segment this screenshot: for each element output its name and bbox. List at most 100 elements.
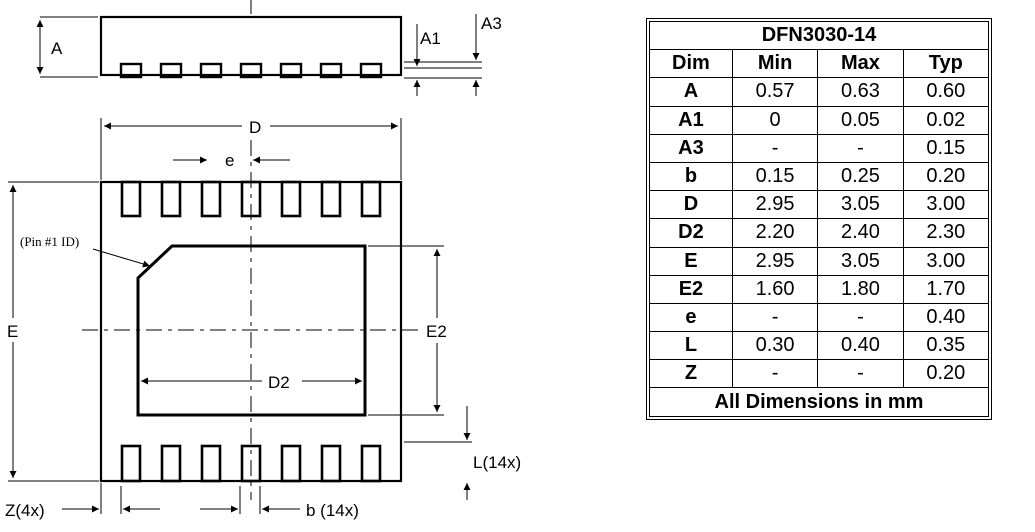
dimension-b: b (14x) xyxy=(200,486,359,520)
value-cell: - xyxy=(731,359,819,389)
dimension-e: e xyxy=(173,151,290,170)
side-lead xyxy=(119,62,143,79)
dim-cell: D xyxy=(649,190,733,220)
dimension-A3-label: A3 xyxy=(481,14,502,33)
bottom-view: (Pin #1 ID) xyxy=(20,140,420,500)
dimension-E: E xyxy=(7,181,99,482)
dimension-E2-label: E2 xyxy=(426,322,447,341)
value-cell: 0.02 xyxy=(902,105,990,135)
value-cell: 2.30 xyxy=(902,218,990,248)
value-cell: - xyxy=(731,133,819,163)
column-header: Dim xyxy=(649,49,733,79)
value-cell: 1.80 xyxy=(817,274,904,304)
side-lead xyxy=(159,62,183,79)
dimension-e-label: e xyxy=(225,151,234,170)
dimension-E2: E2 xyxy=(368,245,447,416)
value-cell: 0.63 xyxy=(817,77,904,107)
value-cell: - xyxy=(817,133,904,163)
dimension-L-label: L(14x) xyxy=(473,453,521,472)
value-cell: 0.30 xyxy=(731,331,819,361)
table-row: e--0.40 xyxy=(649,302,990,333)
lead-pad xyxy=(160,444,182,483)
value-cell: 0.40 xyxy=(817,331,904,361)
dimension-L: L(14x) xyxy=(404,406,521,500)
dim-cell: D2 xyxy=(649,218,733,248)
value-cell: 3.00 xyxy=(902,246,990,276)
exposed-thermal-pad xyxy=(136,244,367,417)
value-cell: 2.20 xyxy=(731,218,819,248)
value-cell: - xyxy=(817,302,904,333)
lead-pad xyxy=(200,180,222,218)
lead-pad xyxy=(200,444,222,483)
side-view-body xyxy=(99,15,403,77)
value-cell: 3.05 xyxy=(817,190,904,220)
value-cell: 0.20 xyxy=(902,161,990,192)
dim-cell: L xyxy=(649,331,733,361)
bottom-row-pads xyxy=(120,444,382,483)
value-cell: - xyxy=(817,359,904,389)
lead-pad xyxy=(120,444,142,483)
dim-cell: A1 xyxy=(649,105,733,135)
value-cell: 0.60 xyxy=(902,77,990,107)
column-header: Min xyxy=(731,49,819,79)
side-view-leads xyxy=(119,62,383,79)
column-header: Typ xyxy=(902,49,990,79)
dim-cell: A3 xyxy=(649,133,733,163)
dimension-D2: D2 xyxy=(141,373,362,392)
table-row: A3--0.15 xyxy=(649,133,990,163)
value-cell: 1.60 xyxy=(731,274,819,304)
dim-cell: A xyxy=(649,77,733,107)
value-cell: 0.25 xyxy=(817,161,904,192)
value-cell: 0 xyxy=(731,105,819,135)
dim-cell: E2 xyxy=(649,274,733,304)
side-lead xyxy=(359,62,383,79)
table-title: DFN3030-14 xyxy=(649,20,989,51)
value-cell: 0.40 xyxy=(902,302,990,333)
value-cell: 2.40 xyxy=(817,218,904,248)
lead-pad xyxy=(320,180,342,218)
lead-pad xyxy=(280,444,302,483)
lead-pad xyxy=(160,180,182,218)
dimension-Z-label: Z(4x) xyxy=(5,501,45,520)
dim-cell: b xyxy=(649,161,733,192)
lead-pad xyxy=(320,444,342,483)
table-row: Z--0.20 xyxy=(649,359,990,389)
dimension-D2-label: D2 xyxy=(268,373,290,392)
lead-pad xyxy=(360,180,382,218)
dimension-D: D xyxy=(100,118,402,180)
dimension-Z: Z(4x) xyxy=(5,483,160,520)
lead-pad xyxy=(360,444,382,483)
lead-pad xyxy=(120,180,142,218)
column-header: Max xyxy=(817,49,904,79)
value-cell: 0.57 xyxy=(731,77,819,107)
value-cell: 2.95 xyxy=(731,246,819,276)
side-view: A A1 A3 xyxy=(36,0,502,96)
side-lead xyxy=(279,62,303,79)
dimension-E-label: E xyxy=(7,322,18,341)
side-lead xyxy=(199,62,223,79)
value-cell: 2.95 xyxy=(731,190,819,220)
dimension-D-label: D xyxy=(249,118,261,137)
dim-cell: e xyxy=(649,302,733,333)
side-lead xyxy=(239,62,263,79)
value-cell: 3.00 xyxy=(902,190,990,220)
value-cell: 0.05 xyxy=(817,105,904,135)
value-cell: - xyxy=(731,302,819,333)
value-cell: 3.05 xyxy=(817,246,904,276)
pin1-id-label: (Pin #1 ID) xyxy=(20,234,79,249)
value-cell: 0.15 xyxy=(731,161,819,192)
pin1-leader xyxy=(92,248,151,268)
dim-cell: E xyxy=(649,246,733,276)
value-cell: 0.35 xyxy=(902,331,990,361)
